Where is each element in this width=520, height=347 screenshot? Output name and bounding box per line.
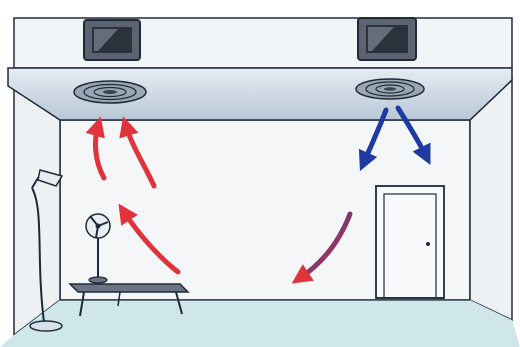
- cool-arrow-3: [291, 211, 353, 284]
- right-ceiling-diffuser: [355, 78, 425, 100]
- floor: [0, 300, 520, 347]
- doorway: [375, 185, 445, 299]
- cool-arrow-1: [358, 107, 389, 172]
- right-vent-unit: [357, 17, 417, 61]
- floor-lamp: [29, 169, 64, 332]
- table-fan: [85, 213, 111, 284]
- cool-arrow-2: [395, 105, 431, 165]
- door-knob-icon: [426, 242, 430, 246]
- warm-arrow-3: [118, 203, 181, 275]
- side-table: [68, 283, 190, 317]
- warm-arrow-1: [85, 116, 107, 181]
- lamp-shade-icon: [37, 169, 64, 187]
- warm-arrow-2: [119, 116, 157, 189]
- right-wall: [469, 78, 513, 322]
- left-vent-unit: [83, 19, 141, 61]
- left-ceiling-diffuser: [73, 80, 147, 104]
- cool-air-arrows: [291, 105, 431, 284]
- warm-air-arrows: [85, 116, 181, 275]
